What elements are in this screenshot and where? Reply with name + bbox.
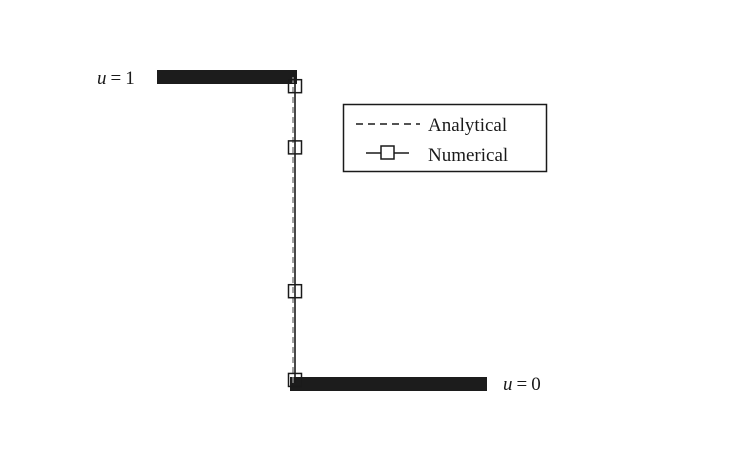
- legend-analytical-label: Analytical: [428, 115, 507, 136]
- legend: Analytical Numerical: [342, 103, 548, 173]
- legend-box: [342, 103, 548, 173]
- series-layer: [287, 77, 303, 388]
- numerical-marker: [287, 140, 303, 155]
- right-boundary-bar: [290, 377, 487, 391]
- numerical-marker: [287, 372, 303, 388]
- numerical-marker: [287, 283, 303, 299]
- left-boundary-label: u=1: [97, 68, 135, 89]
- right-boundary-label: u=0: [503, 374, 541, 395]
- legend-numerical-label: Numerical: [428, 145, 508, 166]
- legend-numerical-marker: [380, 145, 395, 160]
- numerical-marker: [287, 78, 303, 94]
- left-boundary-bar: [157, 70, 297, 84]
